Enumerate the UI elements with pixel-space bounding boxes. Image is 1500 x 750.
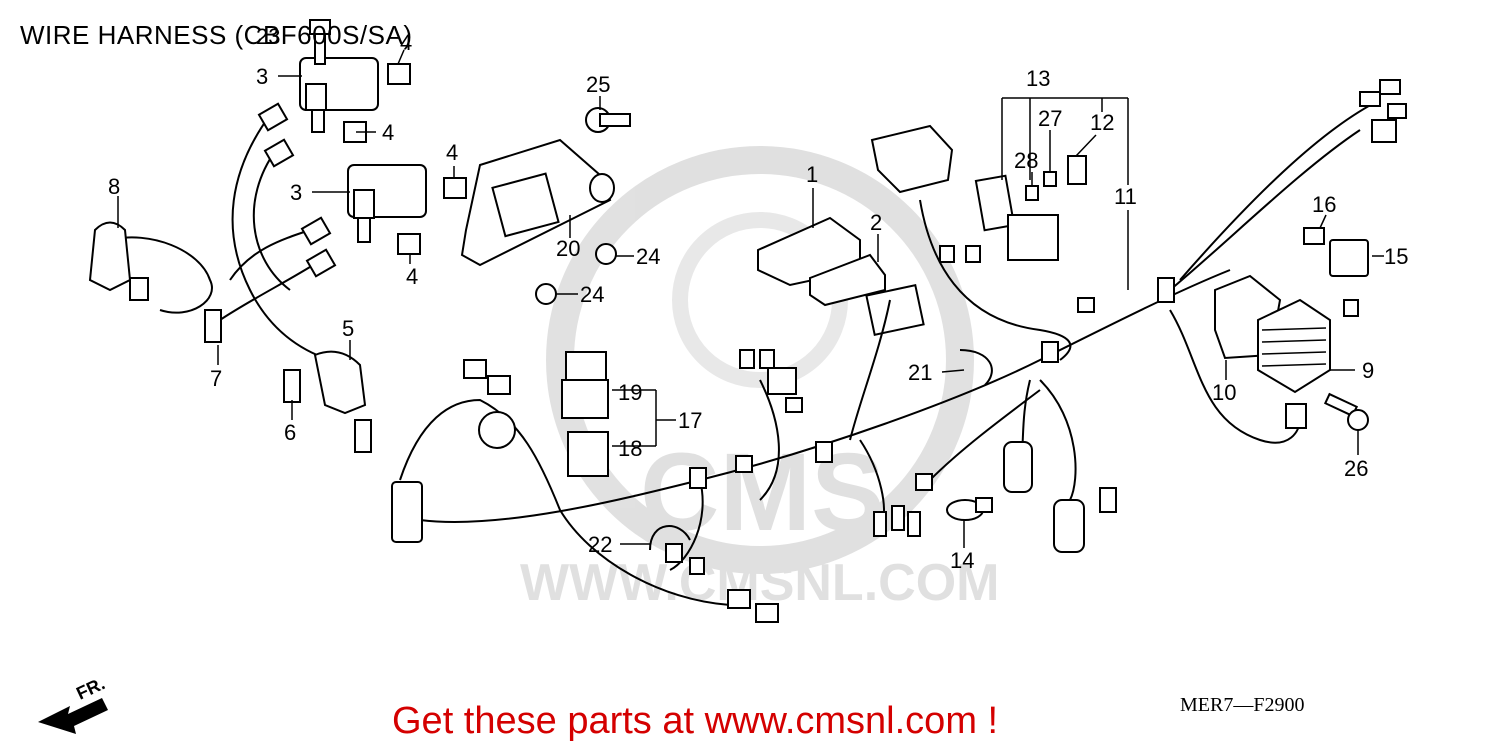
callout-22: 22	[588, 532, 612, 557]
callout-5: 5	[342, 316, 354, 341]
diagram-title: WIRE HARNESS (CBF600S/SA)	[20, 20, 413, 50]
callout-24b: 24	[580, 282, 604, 307]
callout-23: 23	[256, 24, 280, 49]
callout-11: 11	[1114, 184, 1137, 209]
clip-16	[1303, 227, 1325, 245]
connector-regulator-top	[1343, 299, 1359, 317]
callout-10: 10	[1212, 380, 1236, 405]
callout-4c: 4	[446, 140, 458, 165]
spark-plug-leads	[88, 102, 372, 453]
fuse-box-cover-2	[809, 253, 886, 307]
callout-3a: 3	[256, 64, 268, 89]
callout-4d: 4	[406, 264, 418, 289]
watermark-url: WWW.CMSNL.COM	[520, 554, 999, 612]
callout-27: 27	[1038, 106, 1062, 131]
clip-4a	[387, 63, 411, 85]
callout-4a: 4	[400, 30, 412, 55]
callout-16: 16	[1312, 192, 1336, 217]
callouts: 1 2 3 3 4 4 4 4 5 6 7 8 9 10 11 12 13 14…	[108, 24, 1408, 573]
callout-19: 19	[618, 380, 642, 405]
connector-small	[1099, 487, 1117, 513]
connector-regulator	[1285, 403, 1307, 429]
callout-17: 17	[678, 408, 702, 433]
nut-24b	[535, 283, 557, 305]
ignition-coil-upper	[299, 57, 379, 133]
relay-18	[567, 431, 609, 477]
clip-4d	[397, 233, 421, 255]
callout-3b: 3	[290, 180, 302, 205]
front-direction-label: FR.	[73, 673, 108, 703]
callout-1: 1	[806, 162, 818, 187]
callout-28: 28	[1014, 148, 1038, 173]
bolt-26	[1323, 392, 1369, 431]
connector-block	[865, 284, 925, 336]
nut-24a	[595, 243, 617, 265]
sensor-upper	[1003, 441, 1033, 493]
callout-14: 14	[950, 548, 974, 573]
front-arrow-icon: FR.	[38, 673, 108, 734]
callout-21: 21	[908, 360, 932, 385]
bracket-20	[460, 138, 615, 267]
sensor-lower	[1053, 499, 1085, 553]
clamp-22	[649, 525, 691, 551]
regulator-9	[1257, 298, 1331, 394]
callout-15: 15	[1384, 244, 1408, 269]
callout-12: 12	[1090, 110, 1114, 135]
callout-9: 9	[1362, 358, 1374, 383]
callout-2: 2	[870, 210, 882, 235]
clamp-21	[959, 349, 993, 386]
bolt-23	[309, 19, 331, 65]
callout-13: 13	[1026, 66, 1050, 91]
left-connectors	[391, 349, 933, 623]
leader-lines	[117, 49, 1384, 548]
callout-20: 20	[556, 236, 580, 261]
connector-13-assembly	[870, 124, 1095, 313]
callout-8: 8	[108, 174, 120, 199]
callout-24a: 24	[636, 244, 660, 269]
main-harness	[399, 79, 1407, 606]
clamp-14	[946, 497, 993, 521]
bolt-25	[585, 107, 631, 133]
ignition-coil-lower	[347, 164, 427, 243]
relay-19	[561, 351, 609, 419]
callout-18: 18	[618, 436, 642, 461]
watermark-logo: CMS	[640, 431, 884, 554]
watermark: CMS WWW.CMSNL.COM	[520, 146, 999, 612]
callout-25: 25	[586, 72, 610, 97]
diagram-code: MER7—F2900	[1180, 694, 1305, 716]
callout-26: 26	[1344, 456, 1368, 481]
clip-4c	[443, 177, 467, 199]
relay-15	[1329, 239, 1369, 277]
callout-4b: 4	[382, 120, 394, 145]
callout-7: 7	[210, 366, 222, 391]
footer-link[interactable]: Get these parts at www.cmsnl.com !	[392, 700, 999, 742]
callout-6: 6	[284, 420, 296, 445]
